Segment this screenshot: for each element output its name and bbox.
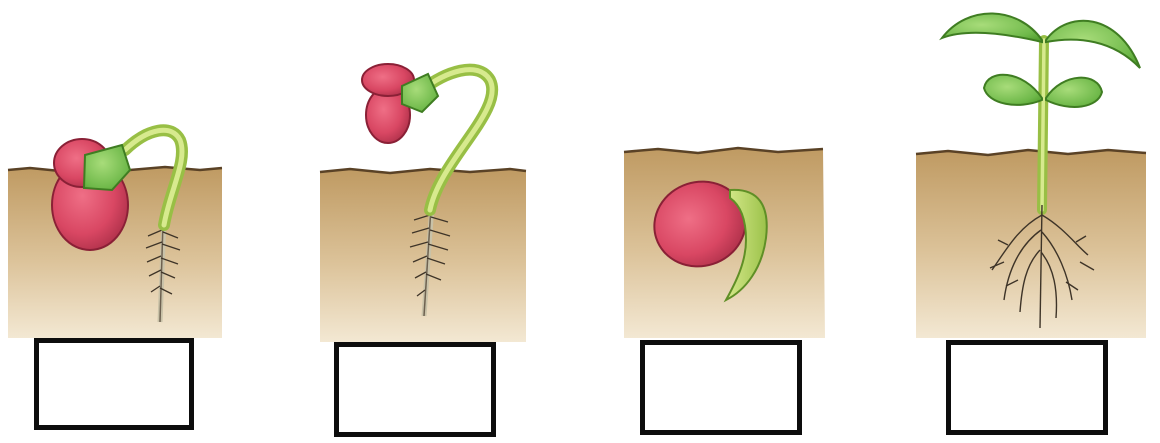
stage-4-panel [908,0,1158,443]
stage-3-illustration [618,0,848,345]
stage-2-panel [310,0,540,443]
answer-box-4[interactable] [946,340,1108,435]
soil-block [916,150,1146,338]
stage-1-panel [0,0,230,443]
lower-leaf-right [1046,78,1102,107]
top-leaf-right [1046,21,1140,68]
stage-1-illustration [0,0,230,340]
lower-leaf-left [984,75,1042,105]
answer-box-2[interactable] [334,342,496,437]
answer-box-1[interactable] [34,338,194,430]
stage-3-panel [618,0,848,443]
stage-2-illustration [310,0,540,345]
answer-box-3[interactable] [640,340,802,435]
stage-4-illustration [908,0,1158,345]
soil-block [320,169,526,342]
top-leaf-left [942,13,1042,42]
